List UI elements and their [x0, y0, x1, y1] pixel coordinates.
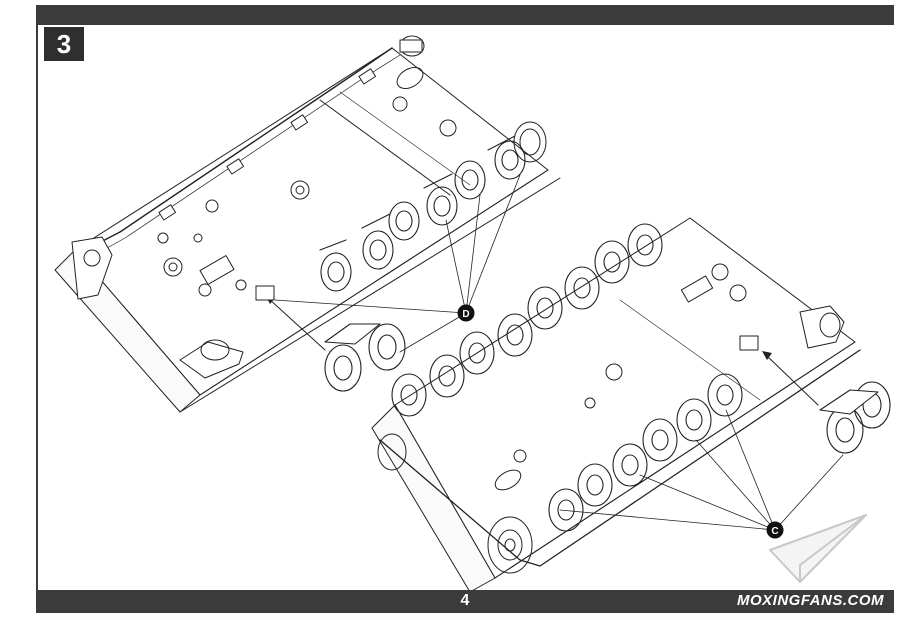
lower-loose-wheel-pair: [819, 381, 891, 454]
lower-install-arrow: [765, 354, 819, 406]
page-number: 4: [460, 592, 470, 609]
step-number: 3: [56, 28, 72, 59]
lower-inspection-ports: [494, 263, 747, 491]
step-number-badge: 3: [44, 27, 84, 61]
callout-c-badge: C: [766, 521, 784, 539]
upper-install-arrow: [267, 297, 326, 351]
left-border: [36, 5, 38, 613]
callout-d-leaders: [274, 174, 521, 353]
upper-hull-assembly: [54, 35, 561, 413]
upper-road-wheels: [319, 135, 526, 292]
callout-d-badge: D: [457, 304, 475, 322]
watermark-text: MOXINGFANS.COM: [736, 592, 884, 609]
upper-rail-brackets: [158, 68, 377, 221]
upper-inspection-ports: [157, 67, 457, 297]
callout-c-leaders: [559, 409, 844, 531]
lower-near-rail: [379, 349, 861, 567]
header-bar: [36, 5, 894, 25]
upper-loose-wheel-pair: [324, 323, 406, 392]
lower-far-road-wheels: [391, 223, 663, 417]
upper-far-rail: [94, 47, 393, 246]
callout-c-label: C: [771, 526, 778, 537]
lower-drive-sprocket: [377, 433, 533, 574]
lower-hull-assembly: [371, 217, 891, 593]
lower-idler: [799, 305, 845, 349]
upper-idler: [71, 236, 244, 379]
callout-d-label: D: [462, 309, 469, 320]
lower-near-road-wheels: [548, 373, 743, 532]
footer-bar: 4 MOXINGFANS.COM: [36, 590, 894, 613]
paper-plane-logo-icon: [769, 514, 867, 583]
